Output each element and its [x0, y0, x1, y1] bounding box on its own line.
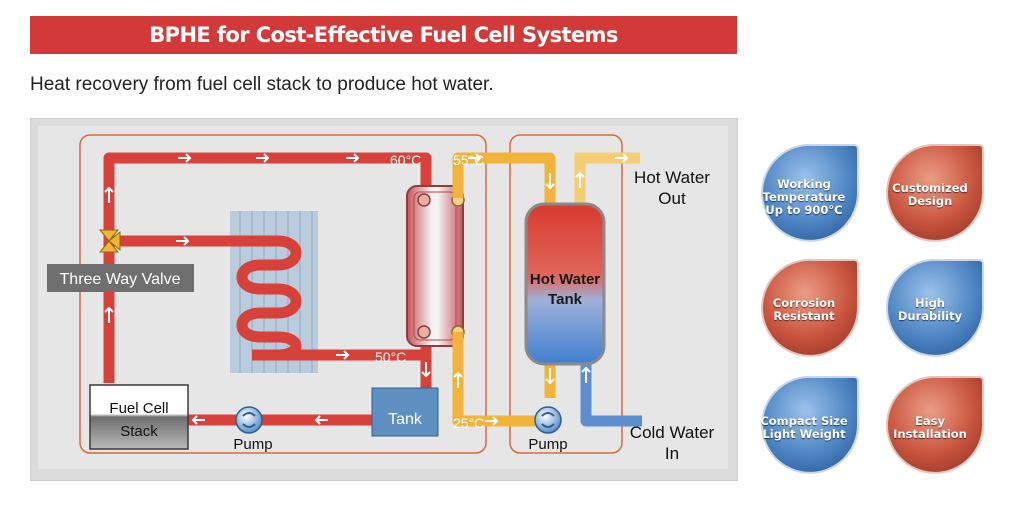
temp-50-label: 50°C [375, 349, 406, 365]
page-title: BPHE for Cost-Effective Fuel Cell System… [149, 23, 618, 47]
fuel-cell-diagram: Three Way Valve Hot Water Tank Tank Fuel… [30, 118, 738, 481]
pump-left-icon [235, 406, 263, 434]
page-subtitle: Heat recovery from fuel cell stack to pr… [30, 74, 494, 95]
hot-pipe-bypass [109, 235, 302, 361]
small-tank [371, 387, 439, 437]
badge-compact-size: Compact Size Light Weight [760, 414, 848, 441]
three-way-valve-label: Three Way Valve [60, 271, 181, 288]
hot-water-tank-label-line1: Hot Water [530, 271, 600, 288]
warm-pipe-left [452, 332, 535, 427]
temp-25-label: 25°C [453, 415, 484, 431]
temp-60-label: 60°C [390, 152, 421, 168]
bphe-plate-heat-exchanger [406, 185, 464, 347]
pump-right-icon [534, 406, 562, 434]
badge-shape-2 [886, 143, 984, 242]
badge-shape-1 [761, 143, 859, 242]
small-tank-label: Tank [388, 411, 423, 428]
fuel-cell-stack [89, 384, 189, 450]
hot-water-out-label-line2: Out [658, 189, 686, 208]
fuel-cell-loop-outline [79, 134, 487, 454]
flow-arrows [104, 153, 629, 426]
feature-badges: Working Temperature Up to 900°C Customiz… [740, 130, 1021, 507]
hot-water-tank-label-line2: Tank [548, 291, 583, 308]
badge-easy-installation: Easy Installation [893, 414, 967, 441]
badge-shape-6 [886, 375, 984, 474]
badge-customized-design: Customized Design [892, 181, 968, 208]
badge-working-temperature: Working Temperature Up to 900°C [762, 177, 846, 217]
pump-right-label: Pump [528, 436, 567, 453]
badge-high-durability: High Durability [897, 296, 963, 323]
three-way-valve-label-box [47, 264, 194, 292]
badge-shape-5 [761, 375, 859, 474]
badge-shape-4 [886, 258, 984, 357]
title-banner: BPHE for Cost-Effective Fuel Cell System… [30, 16, 737, 54]
three-way-valve-icon [98, 229, 121, 253]
pump-left-label: Pump [233, 436, 272, 453]
water-loop-outline [509, 134, 623, 454]
hot-water-tank [524, 202, 606, 366]
cold-water-in-label-line1: Cold Water [630, 423, 715, 442]
badge-shape-3 [761, 258, 859, 357]
badge-corrosion-resistant: Corrosion Resistant [772, 296, 836, 323]
hot-water-out-label-line1: Hot Water [634, 168, 710, 187]
cold-water-in-label-line2: In [665, 444, 679, 463]
temp-55-label: 55°C [453, 152, 484, 168]
fuel-cell-label-line2: Stack [120, 423, 158, 440]
fuel-cell-label-line1: Fuel Cell [109, 400, 168, 417]
